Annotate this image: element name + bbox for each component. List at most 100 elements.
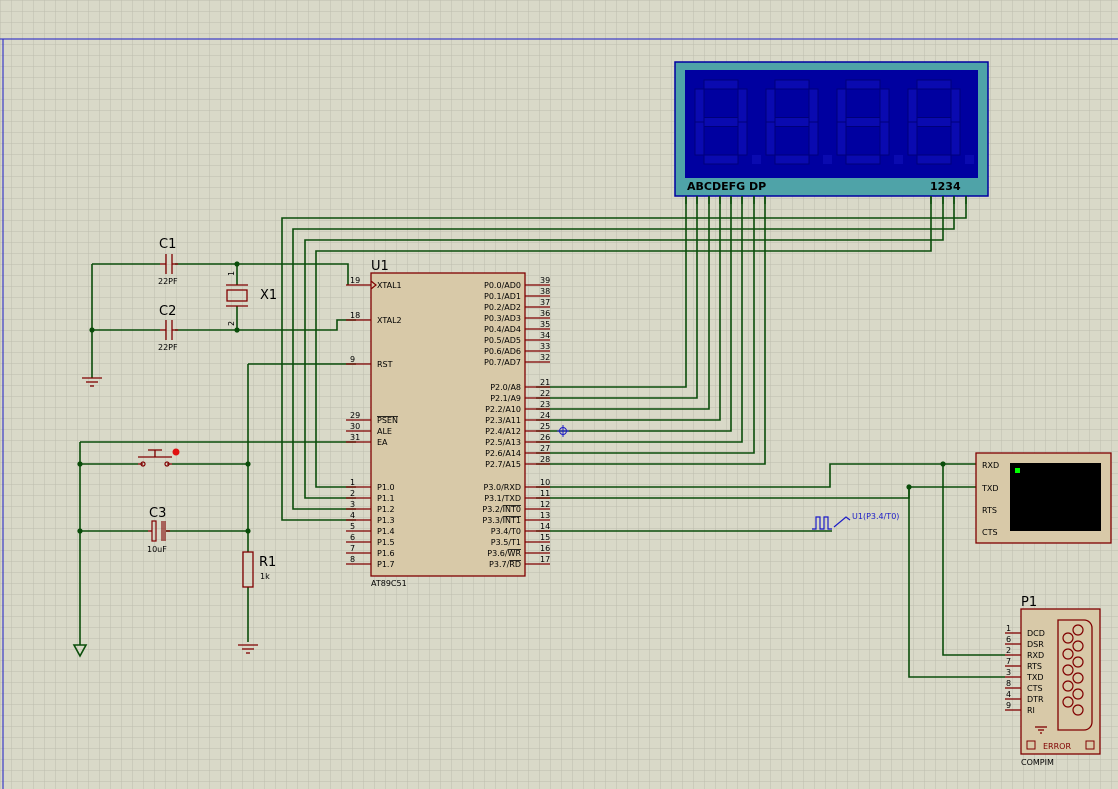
mcu-pin-number: 24 bbox=[540, 411, 550, 420]
db9-hole bbox=[1072, 624, 1084, 636]
probe-label: U1(P3.4/T0) bbox=[852, 512, 899, 521]
display-segment bbox=[916, 117, 952, 127]
capacitor-c2[interactable]: C2 22PF bbox=[158, 304, 178, 352]
mcu-pin-number: 8 bbox=[350, 555, 355, 564]
c3-ref: C3 bbox=[149, 506, 166, 521]
wires bbox=[79, 196, 1005, 678]
display-segment bbox=[916, 79, 952, 90]
mcu-pin-name: P1.1 bbox=[377, 494, 395, 503]
compim-status: ERROR bbox=[1043, 742, 1071, 751]
mcu-pin-number: 21 bbox=[540, 378, 550, 387]
mcu-pin-number: 29 bbox=[350, 411, 360, 420]
mcu-pin-name: P0.5/AD5 bbox=[484, 336, 521, 345]
mcu-pin-name: XTAL2 bbox=[377, 316, 402, 325]
db9-hole bbox=[1072, 640, 1084, 652]
r1-ref: R1 bbox=[259, 555, 276, 570]
seven-segment-display[interactable]: ABCDEFG DP 1234 bbox=[674, 61, 989, 204]
display-segment bbox=[808, 121, 819, 156]
mcu-left-pins: 19XTAL118XTAL29RST29PSEN30ALE31EA1P1.02P… bbox=[346, 276, 402, 569]
terminal-pin-rts: RTS bbox=[982, 506, 997, 515]
mcu-pin-name: P3.1/TXD bbox=[484, 494, 521, 503]
compim-pin-name: RTS bbox=[1027, 662, 1042, 671]
x1-pin1: 1 bbox=[227, 271, 236, 276]
db9-hole bbox=[1062, 648, 1074, 660]
mcu-pin-number: 38 bbox=[540, 287, 550, 296]
mcu-pin-name: P1.2 bbox=[377, 505, 395, 514]
mcu-pin-number: 19 bbox=[350, 276, 360, 285]
compim-pin-name: DTR bbox=[1027, 695, 1044, 704]
display-segment bbox=[836, 88, 847, 123]
db9-hole bbox=[1062, 664, 1074, 676]
compim-pin-number: 9 bbox=[1006, 701, 1011, 710]
display-decimal-point bbox=[823, 155, 832, 164]
mcu-pin-name: P2.5/A13 bbox=[485, 438, 521, 447]
crystal-x1[interactable]: X1 1 2 bbox=[226, 271, 277, 326]
display-segment bbox=[879, 88, 890, 123]
compim-ref: P1 bbox=[1021, 595, 1037, 610]
display-segment bbox=[808, 88, 819, 123]
mcu-pin-number: 5 bbox=[350, 522, 355, 531]
display-digit bbox=[765, 79, 832, 165]
compim-led-left bbox=[1026, 740, 1036, 750]
db9-holes bbox=[1062, 624, 1084, 716]
mcu-pin-name: P0.6/AD6 bbox=[484, 347, 521, 356]
mcu-pin-name: P2.1/A9 bbox=[490, 394, 521, 403]
mcu-pin-number: 26 bbox=[540, 433, 550, 442]
xtal1-arrow bbox=[370, 280, 377, 290]
compim-part: COMPIM bbox=[1021, 758, 1054, 767]
compim-pin-name: DSR bbox=[1027, 640, 1044, 649]
c1-value: 22PF bbox=[158, 277, 178, 286]
mcu-pin-number: 14 bbox=[540, 522, 550, 531]
mcu-pin-name: P0.2/AD2 bbox=[484, 303, 521, 312]
probe-marker-icon bbox=[557, 425, 569, 437]
capacitor-c3[interactable]: C3 10uF bbox=[147, 506, 170, 554]
mcu-pin-number: 34 bbox=[540, 331, 550, 340]
compim-pin-name: RI bbox=[1027, 706, 1035, 715]
db9-hole bbox=[1072, 656, 1084, 668]
terminal-pin-rxd: RXD bbox=[982, 461, 999, 470]
display-segment bbox=[907, 121, 918, 156]
display-digits bbox=[694, 79, 974, 165]
terminal-pin-cts: CTS bbox=[982, 528, 998, 537]
segment-labels: ABCDEFG DP bbox=[687, 180, 766, 193]
mcu-pin-number: 39 bbox=[540, 276, 550, 285]
mcu-pin-name: P0.1/AD1 bbox=[484, 292, 521, 301]
compim-pin-number: 2 bbox=[1006, 646, 1011, 655]
signal-probe[interactable]: U1(P3.4/T0) bbox=[812, 512, 899, 530]
compim-ground-icon bbox=[1035, 726, 1047, 734]
display-decimal-point bbox=[894, 155, 903, 164]
virtual-terminal[interactable]: RXD TXD RTS CTS bbox=[975, 452, 1112, 544]
db9-hole bbox=[1072, 704, 1084, 716]
mcu-pin-name: ALE bbox=[377, 427, 392, 436]
mcu-right-pins: 39P0.0/AD038P0.1/AD137P0.2/AD236P0.3/AD3… bbox=[482, 276, 550, 569]
compim-pin-name: TXD bbox=[1026, 673, 1044, 682]
compim-p1[interactable]: P1 COMPIM 1DCD6DSR2RXD7RTS3TXD8CTS4DTR9R… bbox=[1005, 595, 1101, 767]
mcu-pin-number: 10 bbox=[540, 478, 550, 487]
capacitor-c1[interactable]: C1 22PF bbox=[158, 237, 178, 286]
mcu-pin-number: 17 bbox=[540, 555, 550, 564]
mcu-pin-number: 9 bbox=[350, 355, 355, 364]
display-segment bbox=[765, 88, 776, 123]
mcu-pin-name: P3.3/INT1 bbox=[482, 516, 521, 525]
terminal-cursor bbox=[1015, 468, 1020, 473]
mcu-u1[interactable]: U1 AT89C51 19XTAL118XTAL29RST29PSEN30ALE… bbox=[346, 259, 550, 588]
compim-pin-number: 6 bbox=[1006, 635, 1011, 644]
resistor-r1[interactable]: R1 1k bbox=[242, 551, 276, 588]
mcu-pin-number: 3 bbox=[350, 500, 355, 509]
compim-pin-number: 4 bbox=[1006, 690, 1011, 699]
terminal-pins: RXD TXD RTS CTS bbox=[981, 461, 999, 537]
mcu-pin-number: 2 bbox=[350, 489, 355, 498]
db9-hole bbox=[1072, 672, 1084, 684]
button-indicator bbox=[172, 448, 180, 456]
display-segment bbox=[694, 88, 705, 123]
mcu-pin-name: P3.5/T1 bbox=[491, 538, 521, 547]
compim-led-right bbox=[1085, 740, 1095, 750]
mcu-pin-name: P2.2/A10 bbox=[485, 405, 521, 414]
reset-button[interactable] bbox=[138, 448, 180, 467]
c2-value: 22PF bbox=[158, 343, 178, 352]
compim-pin-name: RXD bbox=[1027, 651, 1044, 660]
mcu-pin-number: 12 bbox=[540, 500, 550, 509]
display-segment bbox=[703, 79, 739, 90]
